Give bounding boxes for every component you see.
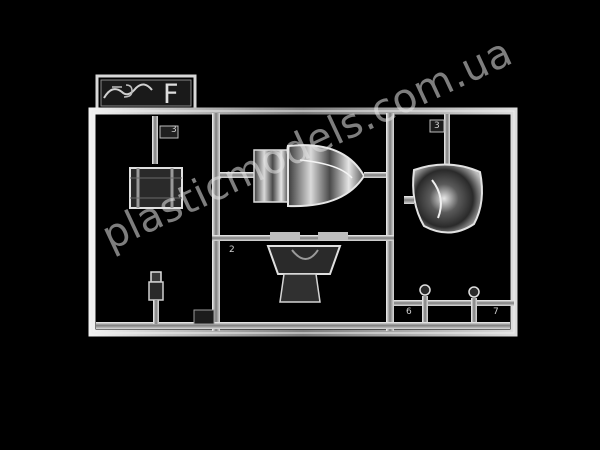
part-seat — [266, 232, 348, 303]
part-box-left — [129, 116, 183, 209]
sprue-letter: F — [163, 79, 179, 110]
part-small-pins — [419, 119, 480, 322]
part-number: 3 — [171, 125, 177, 135]
part-number: 6 — [406, 307, 412, 317]
part-number: 7 — [493, 307, 499, 317]
part-number: 3 — [434, 121, 440, 131]
part-bracket-left — [148, 271, 215, 325]
part-canopy — [220, 144, 386, 208]
part-number: 2 — [229, 245, 235, 255]
part-bowl — [404, 114, 483, 234]
sprue-tag — [95, 74, 197, 112]
sprue-frame — [88, 107, 518, 337]
